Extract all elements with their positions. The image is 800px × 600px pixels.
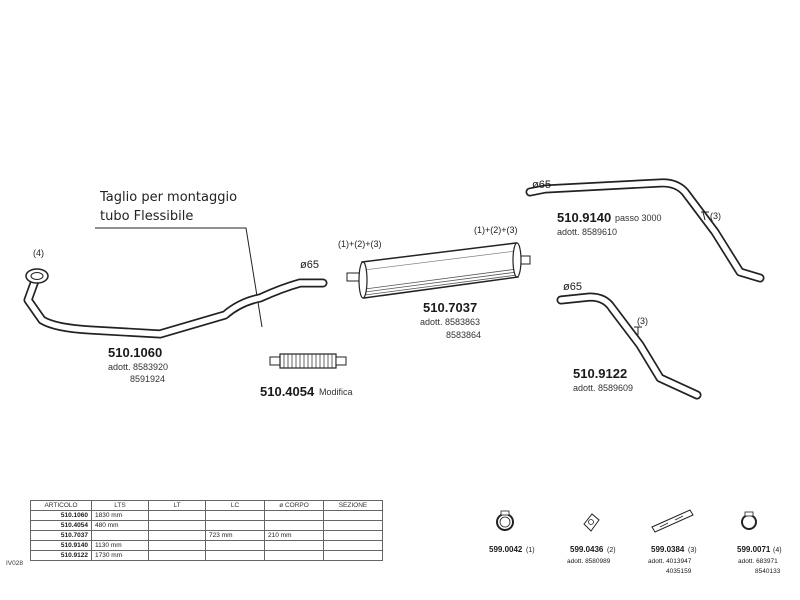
- table-row: 510.7037 723 mm 210 mm: [30, 530, 383, 541]
- cell-articolo: 510.9122: [30, 550, 92, 561]
- acc-ref-1: (1): [526, 547, 535, 554]
- adott-510-9140: adott. 8589610: [557, 227, 617, 237]
- acc-adott2-599-0071: 8540133: [755, 568, 781, 575]
- tail-pipe-510-9140: [525, 178, 765, 283]
- col-header-sezione: SEZIONE: [323, 500, 383, 511]
- cell-lts: 1830 mm: [91, 510, 149, 521]
- cell-lts: 1130 mm: [91, 540, 149, 551]
- cell-sezione: [323, 540, 383, 551]
- callout-9122: (3): [637, 316, 648, 326]
- cell-articolo: 510.1060: [30, 510, 92, 521]
- acc-code-599-0042: 599.0042: [489, 545, 523, 554]
- adott-510-9122: adott. 8589609: [573, 383, 633, 393]
- cell-lc: [205, 540, 265, 551]
- cell-sezione: [323, 520, 383, 531]
- col-header-corpo: ø CORPO: [264, 500, 324, 511]
- adott2-510-7037: 8583864: [446, 330, 481, 340]
- adott2-510-1060: 8591924: [130, 374, 165, 384]
- cell-lc: [205, 550, 265, 561]
- table-row: 510.9122 1730 mm: [30, 550, 383, 561]
- callout-4: (4): [33, 248, 44, 258]
- clamp-icon: [496, 510, 514, 531]
- cell-lt: [148, 540, 206, 551]
- acc-adott-599-0071: adott. 683971: [738, 558, 778, 565]
- acc-code-599-0436: 599.0436: [570, 545, 604, 554]
- cell-lc: [205, 520, 265, 531]
- cell-corpo: 210 mm: [264, 530, 324, 541]
- adott-510-7037: adott. 8583863: [420, 317, 480, 327]
- cell-articolo: 510.4054: [30, 520, 92, 531]
- cell-sezione: [323, 530, 383, 541]
- modifica-note: Modifica: [319, 387, 353, 397]
- col-header-lc: LC: [205, 500, 265, 511]
- table-row: 510.1060 1830 mm: [30, 510, 383, 521]
- gasket-icon: [583, 513, 600, 532]
- col-header-lt: LT: [148, 500, 206, 511]
- table-row: 510.9140 1130 mm: [30, 540, 383, 551]
- cell-lt: [148, 510, 206, 521]
- col-header-articolo: ARTICOLO: [30, 500, 92, 511]
- taglio-leader-line: [95, 227, 263, 328]
- front-pipe-510-1060: [23, 268, 328, 339]
- table-row: 510.4054 480 mm: [30, 520, 383, 531]
- acc-adott-599-0436: adott. 8580989: [567, 558, 611, 565]
- cell-lc: [205, 510, 265, 521]
- part-number-510-9122: 510.9122: [573, 366, 627, 381]
- tail-pipe-510-9122: [556, 292, 702, 400]
- part-number-510-4054: 510.4054: [260, 384, 315, 399]
- acc-ref-2: (2): [607, 547, 616, 554]
- cell-corpo: [264, 550, 324, 561]
- diameter-label-9140: ø65: [532, 179, 551, 191]
- callout-muffler-right: (1)+(2)+(3): [474, 225, 518, 235]
- table-ref-code: IV028: [6, 560, 23, 567]
- cell-sezione: [323, 510, 383, 521]
- callout-9140: (3): [710, 211, 721, 221]
- diameter-label-1060: ø65: [300, 259, 319, 271]
- acc-ref-4: (4): [773, 547, 782, 554]
- adott-510-1060: adott. 8583920: [108, 362, 168, 372]
- muffler-510-7037: [346, 242, 531, 299]
- cell-corpo: [264, 510, 324, 521]
- acc-code-599-0384: 599.0384: [651, 545, 685, 554]
- diameter-label-9122: ø65: [563, 281, 582, 293]
- callout-muffler-left: (1)+(2)+(3): [338, 239, 382, 249]
- passo-note: passo 3000: [615, 213, 662, 223]
- part-number-510-1060: 510.1060: [108, 345, 162, 360]
- cell-articolo: 510.9140: [30, 540, 92, 551]
- flex-pipe-510-4054: [269, 353, 347, 369]
- cell-corpo: [264, 520, 324, 531]
- cell-lt: [148, 520, 206, 531]
- table-header-row: ARTICOLO LTS LT LC ø CORPO SEZIONE: [30, 500, 383, 511]
- acc-adott-599-0384: adott. 4013947: [648, 558, 692, 565]
- cell-articolo: 510.7037: [30, 530, 92, 541]
- cell-corpo: [264, 540, 324, 551]
- cell-lts: 480 mm: [91, 520, 149, 531]
- cell-lc: 723 mm: [205, 530, 265, 541]
- acc-adott2-599-0384: 4035159: [666, 568, 692, 575]
- col-header-lts: LTS: [91, 500, 149, 511]
- cell-lts: 1730 mm: [91, 550, 149, 561]
- acc-code-599-0071: 599.0071: [737, 545, 771, 554]
- ring-clamp-icon: [741, 511, 757, 530]
- cell-lts: [91, 530, 149, 541]
- parts-spec-table: ARTICOLO LTS LT LC ø CORPO SEZIONE 510.1…: [30, 500, 383, 561]
- cell-lt: [148, 550, 206, 561]
- taglio-note-line1: Taglio per montaggio: [99, 190, 237, 205]
- part-number-510-9140: 510.9140: [557, 210, 611, 225]
- acc-ref-3: (3): [688, 547, 697, 554]
- cell-lt: [148, 530, 206, 541]
- hanger-strap-icon: [651, 509, 694, 533]
- part-number-510-7037: 510.7037: [423, 300, 477, 315]
- cell-sezione: [323, 550, 383, 561]
- taglio-note-line2: tubo Flessibile: [100, 209, 193, 224]
